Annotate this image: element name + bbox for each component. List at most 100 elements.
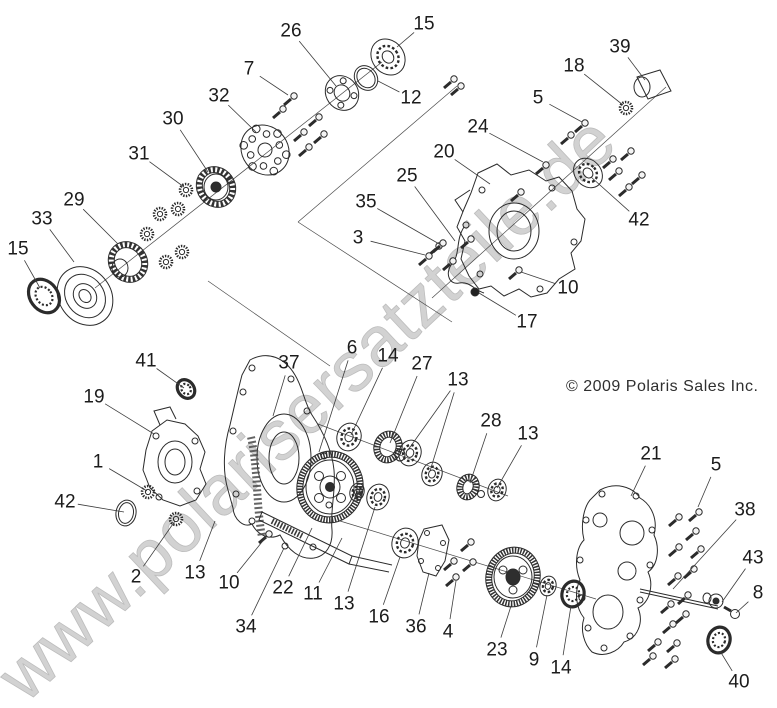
screw [443,75,458,90]
screw [642,652,657,667]
leader-line [672,519,737,590]
leader-line [536,594,548,648]
leader-line [24,260,41,289]
leader-line [396,32,415,48]
callout-label-11: 11 [303,584,323,605]
screw [683,565,698,580]
screw [608,167,623,182]
leader-line [382,556,401,605]
leader-line [347,506,376,592]
screw [690,545,705,560]
callout-label-25: 25 [396,166,417,187]
bolt-boss [248,517,256,525]
bolt-boss [152,432,160,440]
nut [152,206,168,222]
hole [508,585,518,595]
callout-label-39: 39 [609,37,630,58]
callout-label-4: 4 [443,622,454,643]
screw [688,508,703,523]
leader-line [549,103,583,123]
leader-line [228,104,257,133]
leader-line [318,360,349,453]
seal-bearing [560,579,586,609]
screw [574,119,589,134]
clutch-drum-part [56,266,114,326]
leader-line [82,208,119,245]
bolt-boss [303,407,311,415]
bolt-boss [584,624,592,632]
gear [195,166,237,208]
callout-label-8: 8 [753,583,764,604]
seal-bearing [175,378,197,400]
output-housing-part [142,406,207,507]
hole [314,471,324,481]
screw [560,131,575,146]
screw [460,538,475,553]
hole [336,471,346,481]
screw [313,130,328,145]
leader-line [496,445,522,489]
screw [450,82,465,97]
bolt-boss [325,501,333,509]
bearing [487,478,507,502]
leader-line [407,390,451,451]
screw [668,513,683,528]
screw [462,558,477,573]
hole [435,565,441,571]
screw [662,620,677,635]
screw [668,543,683,558]
main-gearcase-cover [223,355,335,559]
leader-line [377,208,442,246]
bolt-boss [476,270,484,278]
bolt-boss [570,238,578,246]
screw [677,591,692,606]
bolt-boss [582,516,590,524]
bearing [398,439,422,467]
bolt-boss [320,452,328,460]
callout-label-36: 36 [405,617,426,638]
leader-line [108,468,148,492]
bearing-retainer-gasket [416,524,450,577]
callout-label-35: 35 [355,192,376,213]
leader-line [104,403,155,435]
cylinder-part [633,69,672,100]
flange-part [324,75,360,111]
callout-label-22: 22 [272,578,293,599]
leader-line [721,568,746,603]
bolt-boss [193,487,201,495]
leader-line [272,375,286,417]
screw [660,600,675,615]
leader-line [288,527,313,577]
bolt-boss [287,375,295,383]
callout-label-31: 31 [128,144,149,165]
callout-label-23: 23 [486,640,507,661]
screw [647,638,662,653]
callout-label-10: 10 [218,573,239,594]
screw [618,183,633,198]
callout-label-13: 13 [184,563,205,584]
callout-label-24: 24 [467,117,489,138]
carrier-plate-part [239,124,291,176]
bolt-boss [155,493,163,501]
bearing [366,483,390,511]
hole [314,493,324,503]
bolt-boss [636,596,644,604]
bolt-boss [229,427,237,435]
screw [508,266,523,281]
gasket-part [447,226,485,294]
callout-label-1: 1 [93,452,104,473]
nut [139,226,155,242]
callout-label-20: 20 [433,142,454,163]
nut [618,100,634,116]
gear [107,241,149,283]
callout-label-7: 7 [244,59,255,80]
callout-label-14: 14 [550,658,572,679]
callout-label-3: 3 [353,228,364,249]
leader-line [418,572,430,615]
callout-label-27: 27 [411,354,432,375]
bolt-boss [578,594,586,602]
axis-lines [94,61,667,600]
screw [667,572,682,587]
